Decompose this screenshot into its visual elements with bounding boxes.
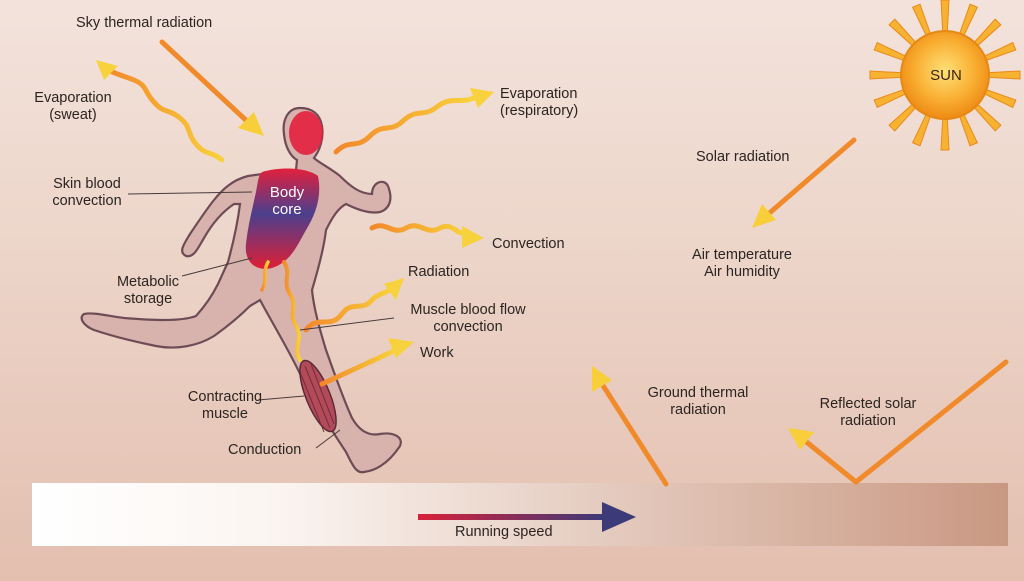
arrow-reflected-incoming xyxy=(853,359,1009,485)
body-core xyxy=(245,168,320,269)
label-sun: SUN xyxy=(930,67,962,84)
leader-muscle-blood xyxy=(299,317,395,331)
leader-metabolic xyxy=(181,257,253,277)
label-convection: Convection xyxy=(492,236,565,252)
running-speed-arrow xyxy=(418,502,636,532)
label-conduction: Conduction xyxy=(228,442,302,458)
arrow-ground-thermal xyxy=(599,381,669,487)
arrow-sky-thermal xyxy=(159,39,253,127)
arrow-work xyxy=(319,347,399,387)
arrow-convection xyxy=(369,223,469,237)
leader-contracting xyxy=(257,395,305,401)
arrow-reflected-outgoing xyxy=(801,437,859,485)
label-reflected-solar-radiation: Reflected solar radiation xyxy=(819,396,917,429)
label-skin-blood-convection: Skin blood convection xyxy=(52,176,122,209)
arrow-evaporation-sweat xyxy=(105,67,225,163)
label-running-speed: Running speed xyxy=(455,524,553,540)
label-work: Work xyxy=(420,345,454,361)
label-solar-radiation: Solar radiation xyxy=(696,149,790,165)
label-metabolic-storage: Metabolic storage xyxy=(116,274,180,307)
label-contracting-muscle: Contracting muscle xyxy=(187,389,263,422)
label-body-core: Body core xyxy=(269,184,305,218)
runner-figure xyxy=(80,106,402,474)
arrow-muscle-blood-flow xyxy=(282,260,302,362)
label-evaporation-sweat: Evaporation (sweat) xyxy=(34,90,112,123)
arrow-radiation xyxy=(303,285,395,333)
leader-conduction xyxy=(315,429,341,449)
arrow-solar-radiation xyxy=(763,137,857,219)
label-radiation: Radiation xyxy=(408,264,470,280)
contracting-muscle xyxy=(299,359,337,433)
leader-skin-blood xyxy=(127,191,253,195)
sun-icon xyxy=(869,0,1021,151)
arrow-evaporation-respiratory xyxy=(333,95,477,155)
label-evaporation-respiratory: Evaporation (respiratory) xyxy=(500,86,579,119)
head-core-heat xyxy=(289,111,323,155)
label-muscle-blood-flow-convection: Muscle blood flow convection xyxy=(410,302,526,335)
label-air-conditions: Air temperature Air humidity xyxy=(692,247,792,280)
label-sky-thermal-radiation: Sky thermal radiation xyxy=(76,15,213,31)
label-ground-thermal-radiation: Ground thermal radiation xyxy=(647,385,749,418)
